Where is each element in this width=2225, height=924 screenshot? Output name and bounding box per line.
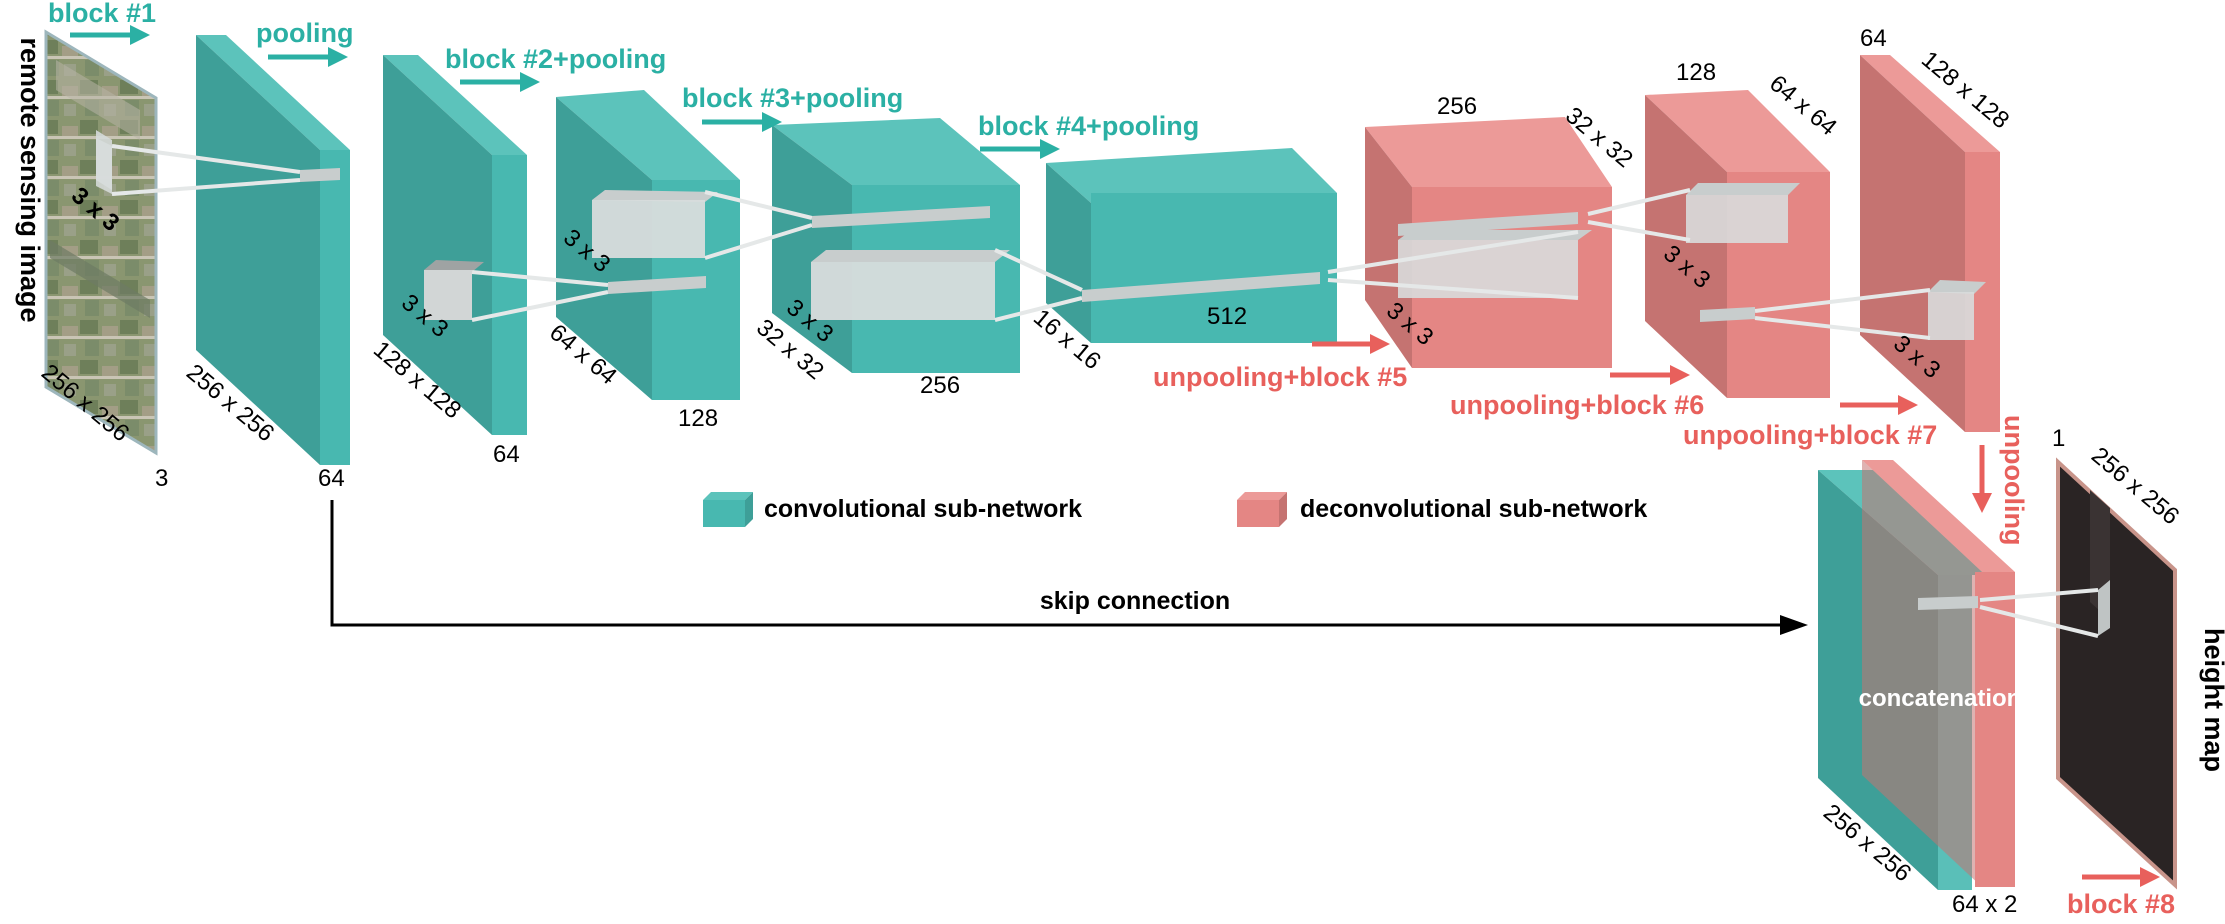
conv-layer-1: [196, 35, 350, 465]
kernel-l2: [424, 260, 484, 320]
concat-label: concatenation: [1859, 685, 2022, 712]
op-block3: block #3+pooling: [682, 83, 903, 113]
conv-layer-2: [383, 55, 527, 435]
op-pooling: pooling: [256, 18, 353, 48]
concat-block: [1818, 460, 2015, 890]
legend-deconv-label: deconvolutional sub-network: [1300, 495, 1647, 523]
conv-layer-5: [1046, 148, 1337, 343]
legend: [703, 492, 1287, 527]
legend-conv-label: convolutional sub-network: [764, 495, 1082, 523]
output-channels-label: 1: [2052, 425, 2065, 452]
kernel-output: [2098, 580, 2110, 636]
input-channels-label: 3: [155, 465, 168, 492]
output-map-label: height map: [2199, 628, 2225, 772]
op-block5: unpooling+block #5: [1153, 362, 1407, 392]
l4-channels-label: 256: [920, 372, 960, 399]
skip-connection-label: skip connection: [1040, 587, 1230, 615]
l5-channels-label: 512: [1207, 303, 1247, 330]
output-image: [2056, 457, 2177, 890]
kernel-l4: [811, 250, 1010, 320]
kernel-input: [96, 138, 112, 194]
l3-channels-label: 128: [678, 405, 718, 432]
d3-channels-label: 64: [1860, 25, 1887, 52]
op-block1: block #1: [48, 0, 156, 28]
concat-channels-label: 64 x 2: [1952, 891, 2017, 918]
input-image-label: remote sensing image: [15, 37, 45, 322]
l2-channels-label: 64: [493, 441, 520, 468]
projection-lines: [111, 144, 2099, 638]
l1-channels-label: 64: [318, 465, 345, 492]
op-block7: unpooling+block #7: [1683, 420, 1937, 450]
skip-connection: [330, 500, 1808, 635]
legend-conv-swatch: [703, 492, 753, 527]
op-block6: unpooling+block #6: [1450, 390, 1704, 420]
op-block8: block #8: [2067, 889, 2175, 919]
feature-bars: [300, 168, 1978, 610]
op-arrows: [70, 25, 2160, 887]
legend-deconv-swatch: [1237, 492, 1287, 527]
kernel-l3: [592, 190, 718, 258]
kernel-d3: [1928, 280, 1986, 340]
kernel-boxes: [96, 138, 2110, 636]
d2-channels-label: 128: [1676, 59, 1716, 86]
kernel-d2: [1686, 183, 1800, 243]
d1-channels-label: 256: [1437, 93, 1477, 120]
op-block4: block #4+pooling: [978, 111, 1199, 141]
op-unpooling: unpooling: [1999, 415, 2029, 545]
op-block2: block #2+pooling: [445, 44, 666, 74]
